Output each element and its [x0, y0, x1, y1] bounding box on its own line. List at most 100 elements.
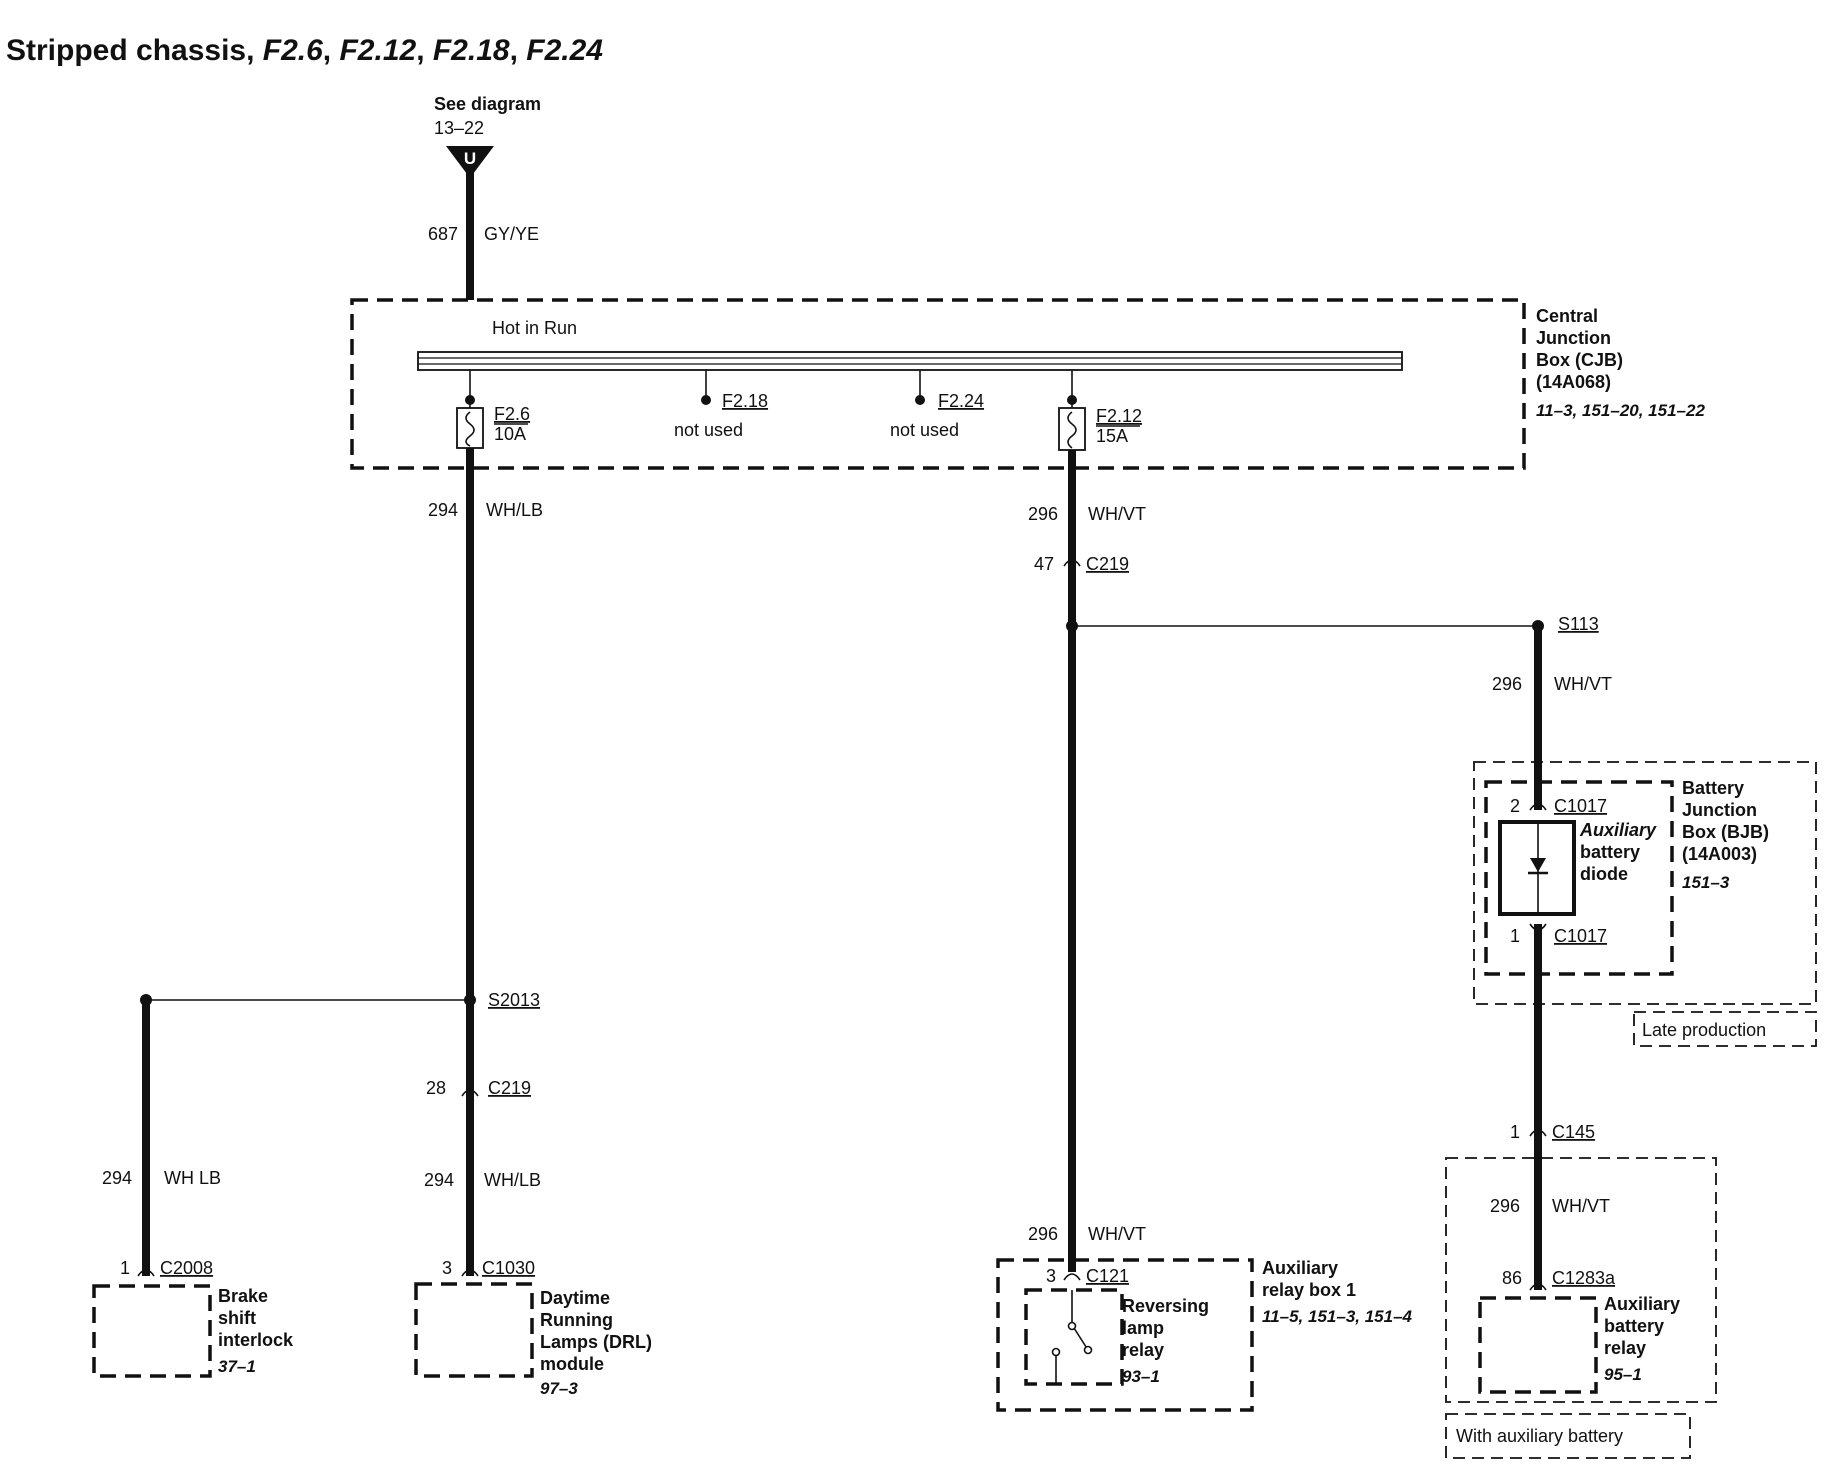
drl-name-line2: Running — [540, 1310, 613, 1330]
wire-687-circuit: 687 — [428, 224, 458, 244]
aux-battery-note-box — [1445, 1413, 1691, 1459]
bsi-ref: 37–1 — [218, 1357, 256, 1376]
fuse-f2-18-pin — [701, 395, 711, 405]
wire-296-aux-circuit: 296 — [1490, 1196, 1520, 1216]
splice-s2013-label: S2013 — [488, 990, 540, 1010]
c219-left-label: C219 — [488, 1078, 531, 1098]
bjb-line2: Junction — [1682, 800, 1757, 820]
drl-module-box — [414, 1282, 534, 1378]
aux-relay-line1: Auxiliary — [1604, 1294, 1680, 1314]
drl-name-line3: Lamps (DRL) — [540, 1332, 652, 1352]
bjb-line3: Box (BJB) — [1682, 822, 1769, 842]
c219-left-pin: 28 — [426, 1078, 446, 1098]
cjb-refs: 11–3, 151–20, 151–22 — [1536, 401, 1705, 420]
bsi-box — [92, 1284, 212, 1378]
fuse-f2-6-name: F2.6 — [494, 404, 530, 424]
cjb-name-line3: Box (CJB) — [1536, 350, 1623, 370]
c121-pin: 3 — [1046, 1266, 1056, 1286]
wire-294-color: WH/LB — [486, 500, 543, 520]
c121-label: C121 — [1086, 1266, 1129, 1286]
diode-icon — [1530, 858, 1546, 872]
bjb-box — [1484, 780, 1674, 976]
wire-296-low-color: WH/VT — [1088, 1224, 1146, 1244]
cjb-name-line2: Junction — [1536, 328, 1611, 348]
diode-line1: Auxiliary — [1579, 820, 1657, 840]
wire-294-circuit: 294 — [428, 500, 458, 520]
bjb-ref: 151–3 — [1682, 873, 1730, 892]
aux-relay-pin: 86 — [1502, 1268, 1522, 1288]
c145-pin: 1 — [1510, 1122, 1520, 1142]
bjb-line1: Battery — [1682, 778, 1744, 798]
diode-bottom-pin: 1 — [1510, 926, 1520, 946]
cjb-bus-label: Hot in Run — [492, 318, 577, 338]
c145-label: C145 — [1552, 1122, 1595, 1142]
drl-pin: 3 — [442, 1258, 452, 1278]
cjb-box — [350, 298, 1526, 470]
bsi-pin: 1 — [120, 1258, 130, 1278]
wire-687-color: GY/YE — [484, 224, 539, 244]
aux-relay-box-1 — [996, 1258, 1254, 1412]
bsi-wire-circuit: 294 — [102, 1168, 132, 1188]
fuse-f2-24-pin — [915, 395, 925, 405]
wire-296-right-color: WH/VT — [1554, 674, 1612, 694]
drl-name-line4: module — [540, 1354, 604, 1374]
fuse-f2-18-name: F2.18 — [722, 391, 768, 411]
wire-296-aux-color: WH/VT — [1552, 1196, 1610, 1216]
reversing-relay-line2: lamp — [1122, 1318, 1164, 1338]
fuse-f2-24-note: not used — [890, 420, 959, 440]
aux-battery-relay-box — [1478, 1296, 1598, 1394]
wire-296-color: WH/VT — [1088, 504, 1146, 524]
see-diagram-ref: 13–22 — [434, 118, 484, 138]
aux-battery-area — [1445, 1157, 1717, 1403]
diode-top-connector: C1017 — [1554, 796, 1607, 816]
wire-296-circuit: 296 — [1028, 504, 1058, 524]
aux-relay-ref: 95–1 — [1604, 1365, 1642, 1384]
reversing-relay-line3: relay — [1122, 1340, 1164, 1360]
wire-296-low-circuit: 296 — [1028, 1224, 1058, 1244]
fuse-f2-18-note: not used — [674, 420, 743, 440]
diode-bottom-connector: C1017 — [1554, 926, 1607, 946]
diode-line2: battery — [1580, 842, 1640, 862]
wire-294-drl-circuit: 294 — [424, 1170, 454, 1190]
diode-top-pin: 2 — [1510, 796, 1520, 816]
wire-294-drl-color: WH/LB — [484, 1170, 541, 1190]
cjb-name-line1: Central — [1536, 306, 1598, 326]
cjb-busbar — [417, 351, 1403, 371]
aux-relay-connector: C1283a — [1552, 1268, 1616, 1288]
fuse-f2-6-icon — [456, 407, 484, 449]
aux-relay-box-line2: relay box 1 — [1262, 1280, 1356, 1300]
reversing-lamp-relay-box — [1024, 1288, 1124, 1386]
cjb-name-line4: (14A068) — [1536, 372, 1611, 392]
aux-relay-box-refs: 11–5, 151–3, 151–4 — [1262, 1307, 1413, 1326]
bsi-name-line2: shift — [218, 1308, 256, 1328]
see-diagram-label: See diagram — [434, 94, 541, 114]
aux-relay-line2: battery — [1604, 1316, 1664, 1336]
c219-mid-label: C219 — [1086, 554, 1129, 574]
reversing-relay-line1: Reversing — [1122, 1296, 1209, 1316]
fuse-f2-12-icon — [1058, 407, 1086, 451]
fuse-f2-12-rating: 15A — [1096, 426, 1128, 446]
aux-relay-box-line1: Auxiliary — [1262, 1258, 1338, 1278]
drl-connector: C1030 — [482, 1258, 535, 1278]
drl-ref: 97–3 — [540, 1379, 578, 1398]
fuse-f2-6-rating: 10A — [494, 424, 526, 444]
fuse-f2-24-name: F2.24 — [938, 391, 984, 411]
aux-relay-line3: relay — [1604, 1338, 1646, 1358]
bsi-name-line1: Brake — [218, 1286, 268, 1306]
diagram-title: Stripped chassis, F2.6, F2.12, F2.18, F2… — [6, 34, 603, 67]
connector-u-icon — [446, 146, 494, 178]
aux-battery-note: With auxiliary battery — [1456, 1426, 1623, 1446]
late-production-note-box — [1633, 1011, 1817, 1047]
c219-mid-pin: 47 — [1034, 554, 1054, 574]
relay-switch-icon — [1073, 1327, 1089, 1351]
bsi-connector: C2008 — [160, 1258, 213, 1278]
bsi-name-line3: interlock — [218, 1330, 294, 1350]
reversing-relay-ref: 93–1 — [1122, 1367, 1160, 1386]
bjb-line4: (14A003) — [1682, 844, 1757, 864]
diode-line3: diode — [1580, 864, 1628, 884]
late-production-note: Late production — [1642, 1020, 1766, 1040]
bsi-wire-color: WH LB — [164, 1168, 221, 1188]
drl-name-line1: Daytime — [540, 1288, 610, 1308]
wire-296-right-circuit: 296 — [1492, 674, 1522, 694]
